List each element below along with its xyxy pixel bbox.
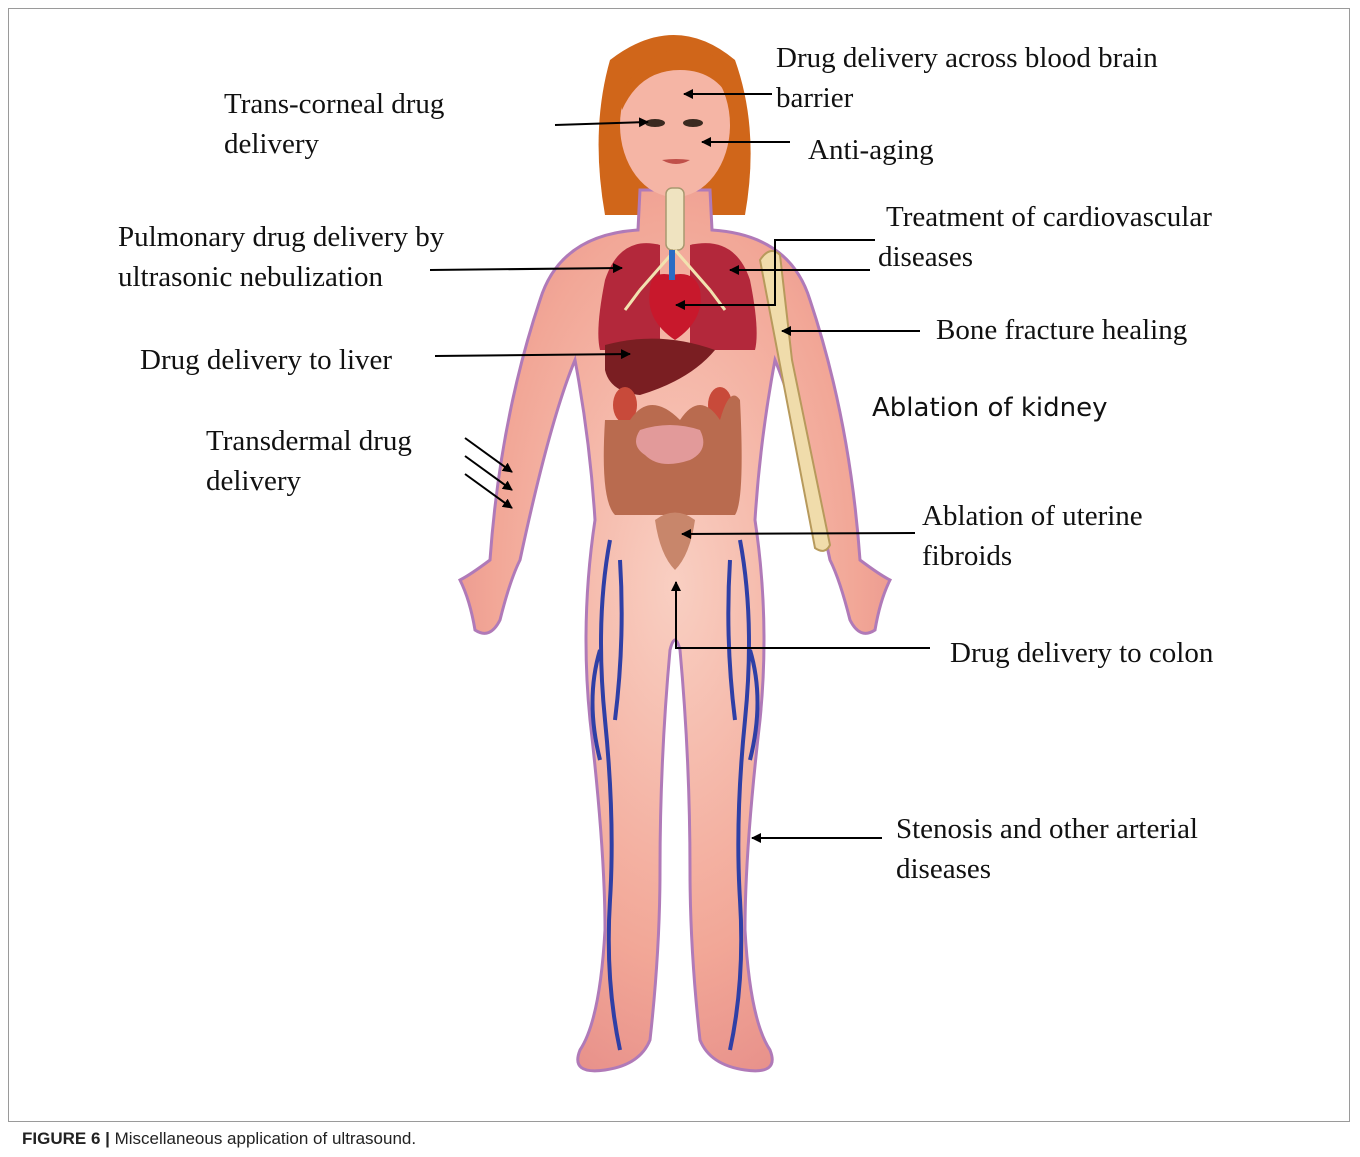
- label-bone-fracture: Bone fracture healing: [936, 310, 1187, 350]
- caption-label: FIGURE 6 |: [22, 1129, 110, 1148]
- label-pulmonary: Pulmonary drug delivery by ultrasonic ne…: [118, 217, 444, 297]
- label-anti-aging: Anti-aging: [808, 130, 934, 170]
- label-transdermal: Transdermal drug delivery: [206, 421, 412, 501]
- trachea: [666, 188, 684, 250]
- label-uterine-fibroids: Ablation of uterine fibroids: [922, 496, 1143, 576]
- arrow-uterine: [682, 533, 915, 534]
- label-stenosis: Stenosis and other arterial diseases: [896, 809, 1198, 889]
- figure-caption: FIGURE 6 | Miscellaneous application of …: [22, 1129, 416, 1149]
- right-eye: [683, 119, 703, 127]
- caption-text: Miscellaneous application of ultrasound.: [110, 1129, 416, 1148]
- label-cardiovascular: Treatment of cardiovascular diseases: [878, 197, 1212, 277]
- label-colon: Drug delivery to colon: [950, 633, 1213, 673]
- label-blood-brain-barrier: Drug delivery across blood brain barrier: [776, 38, 1158, 118]
- label-liver: Drug delivery to liver: [140, 340, 392, 380]
- label-kidney-ablation: Ablation of kidney: [872, 388, 1108, 428]
- label-trans-corneal: Trans-corneal drug delivery: [224, 84, 444, 164]
